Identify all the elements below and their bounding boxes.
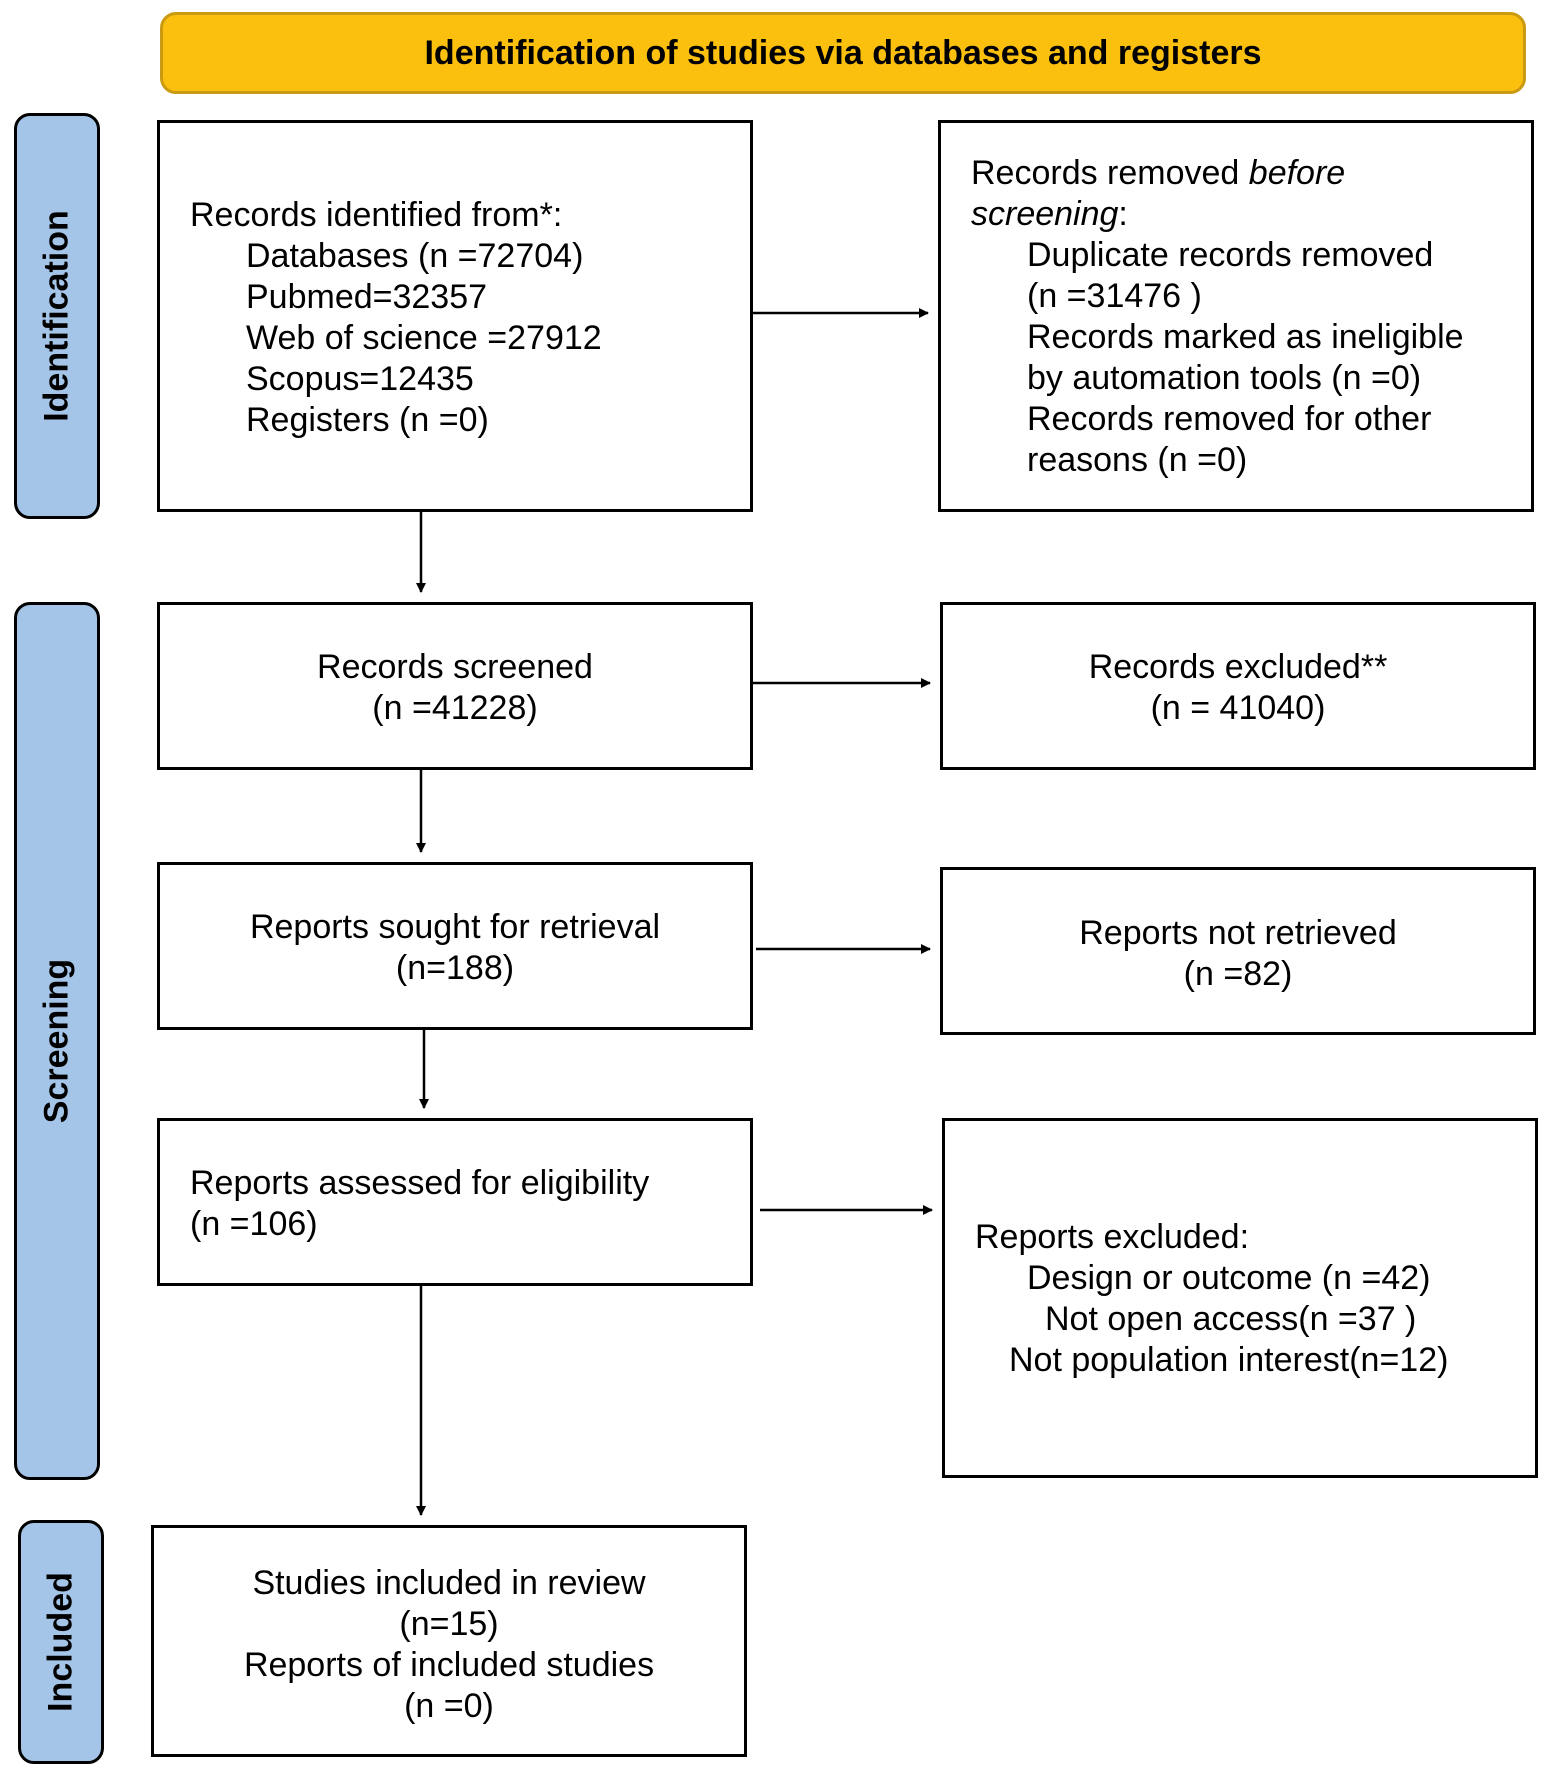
scopus-count: Scopus=12435 (246, 360, 474, 398)
other-reasons-line2: reasons (n =0) (1027, 441, 1248, 479)
reports-sought-box: Reports sought for retrieval (n=188) (157, 862, 753, 1030)
before-italic: before (1248, 154, 1346, 192)
phase-included-label: Included (41, 1572, 80, 1712)
reports-sought-count: (n=188) (395, 949, 515, 987)
reports-assessed-label: Reports assessed for eligibility (190, 1164, 650, 1202)
records-removed-box: Records removed before screening: Duplic… (938, 120, 1534, 512)
not-open-access-count: Not open access(n =37 ) (1045, 1300, 1417, 1338)
web-of-science-count: Web of science =27912 (246, 319, 602, 357)
reports-assessed-box: Reports assessed for eligibility (n =106… (157, 1118, 753, 1286)
records-screened-count: (n =41228) (372, 689, 538, 727)
records-excluded-box: Records excluded** (n = 41040) (940, 602, 1536, 770)
reports-not-retrieved-count: (n =82) (1183, 955, 1293, 993)
screening-italic: screening (971, 195, 1119, 233)
automation-line1: Records marked as ineligible (1027, 318, 1464, 356)
records-screened-box: Records screened (n =41228) (157, 602, 753, 770)
reports-included-count: (n =0) (404, 1687, 494, 1725)
automation-line2: by automation tools (n =0) (1027, 359, 1422, 397)
design-outcome-count: Design or outcome (n =42) (1027, 1259, 1431, 1297)
databases-count: Databases (n =72704) (246, 237, 584, 275)
records-removed-title-line1: Records removed before (971, 153, 1531, 194)
records-screened-label: Records screened (317, 648, 593, 686)
studies-included-box: Studies included in review (n=15) Report… (151, 1525, 747, 1757)
reports-included-label: Reports of included studies (243, 1646, 655, 1684)
phase-identification: Identification (14, 113, 100, 519)
duplicates-line2: (n =31476 ) (1027, 277, 1202, 315)
records-removed-title-text: Records removed (971, 154, 1249, 192)
not-population-interest-count: Not population interest(n=12) (1009, 1341, 1449, 1379)
phase-screening: Screening (14, 602, 100, 1480)
records-excluded-label: Records excluded** (1088, 648, 1388, 686)
registers-count: Registers (n =0) (246, 401, 489, 439)
reports-assessed-count: (n =106) (190, 1205, 318, 1243)
studies-included-label: Studies included in review (252, 1564, 646, 1602)
records-removed-title-line2: screening: (971, 194, 1531, 235)
reports-excluded-title: Reports excluded: (975, 1218, 1250, 1256)
records-identified-box: Records identified from*: Databases (n =… (157, 120, 753, 512)
pubmed-count: Pubmed=32357 (246, 278, 488, 316)
reports-sought-label: Reports sought for retrieval (249, 908, 661, 946)
records-identified-title: Records identified from*: (190, 196, 563, 234)
reports-not-retrieved-box: Reports not retrieved (n =82) (940, 867, 1536, 1035)
duplicates-line1: Duplicate records removed (1027, 236, 1434, 274)
other-reasons-line1: Records removed for other (1027, 400, 1432, 438)
reports-not-retrieved-label: Reports not retrieved (1079, 914, 1397, 952)
records-removed-colon: : (1118, 195, 1128, 233)
records-excluded-count: (n = 41040) (1150, 689, 1326, 727)
reports-excluded-box: Reports excluded: Design or outcome (n =… (942, 1118, 1538, 1478)
phase-included: Included (18, 1520, 104, 1764)
phase-identification-label: Identification (37, 210, 76, 422)
identification-header-text: Identification of studies via databases … (424, 33, 1262, 72)
phase-screening-label: Screening (37, 958, 76, 1124)
identification-header: Identification of studies via databases … (160, 12, 1526, 94)
studies-included-count: (n=15) (399, 1605, 499, 1643)
